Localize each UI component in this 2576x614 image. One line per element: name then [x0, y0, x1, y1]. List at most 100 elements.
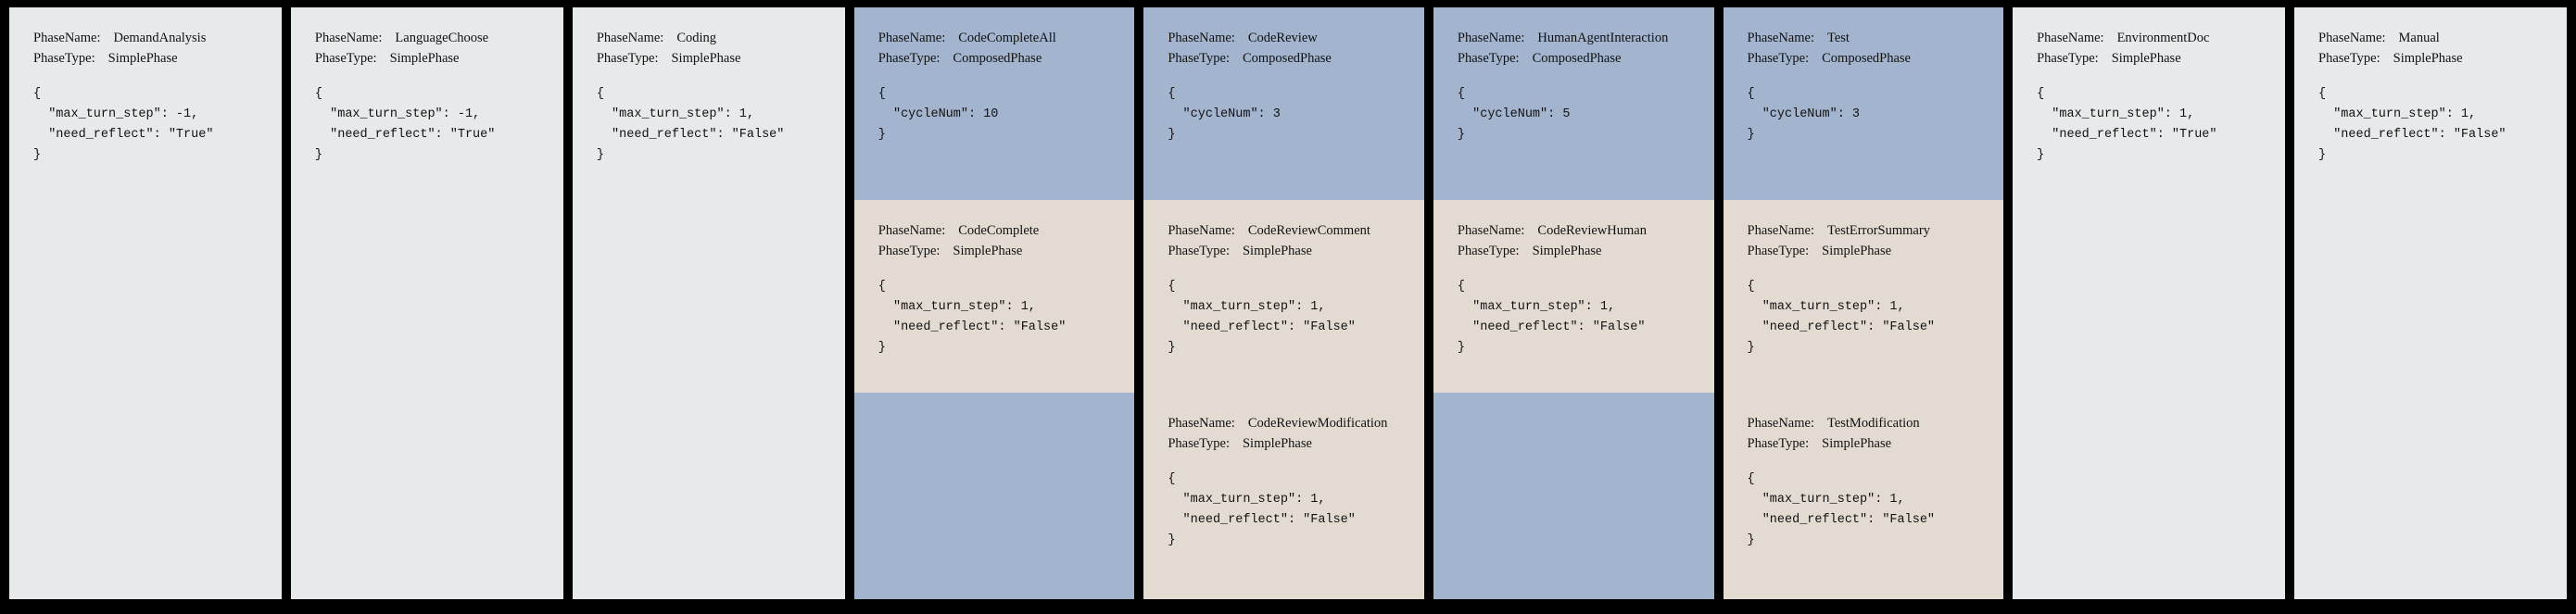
json-line: "need_reflect": "False": [1168, 512, 1356, 527]
phase-type-label: PhaseType:: [1168, 244, 1230, 259]
phase-type-value: SimplePhase: [953, 244, 1023, 259]
phase-type-label: PhaseType:: [1747, 244, 1810, 259]
json-line: "need_reflect": "False": [878, 320, 1067, 334]
phase-config-json: { "max_turn_step": 1, "need_reflect": "F…: [1168, 470, 1424, 550]
phase-type-value: SimplePhase: [1532, 244, 1602, 259]
phase-type-label: PhaseType:: [33, 51, 95, 67]
json-line: {: [2037, 86, 2045, 101]
phase-name-label: PhaseName:: [596, 31, 664, 45]
json-line: "need_reflect": "False": [2318, 127, 2507, 142]
panel-separator: [2285, 7, 2294, 599]
phase-name-value: CodeReviewModification: [1247, 416, 1388, 431]
phase-type-value: SimplePhase: [389, 51, 460, 67]
phase-name-label: PhaseName:: [1457, 223, 1525, 238]
phase-name-label: PhaseName:: [878, 223, 946, 238]
phase-name-value: Coding: [676, 31, 717, 45]
phase-name-label: PhaseName:: [1168, 31, 1235, 45]
json-line: {: [1747, 471, 1755, 486]
phase-name-row: PhaseName: CodeReviewModification: [1168, 413, 1424, 433]
phase-type-value: SimplePhase: [1242, 436, 1312, 452]
panel-separator: [1713, 7, 1724, 599]
phase-name-row: PhaseName:CodeReviewComment: [1168, 220, 1424, 241]
phase-config-json: { "max_turn_step": 1, "need_reflect": "F…: [1168, 277, 1424, 357]
json-line: {: [1168, 471, 1176, 486]
phase-config-json: { "cycleNum": 5}: [1458, 84, 1714, 145]
json-line: "need_reflect": "False": [1747, 320, 1936, 334]
phase-type-label: PhaseType:: [878, 244, 941, 259]
panel-separator: [2003, 7, 2014, 599]
phase-name-value: CodeCompleteAll: [958, 31, 1056, 45]
json-line: "max_turn_step": 1,: [2318, 107, 2477, 121]
phase-name-label: PhaseName:: [1747, 223, 1814, 238]
phase-name-row: PhaseName:CodeReview: [1168, 28, 1424, 48]
phase-config-json: { "max_turn_step": -1, "need_reflect": "…: [33, 84, 282, 165]
phase-name-label: PhaseName:: [2037, 31, 2104, 45]
phase-type-value: SimplePhase: [2393, 51, 2463, 67]
phase-type-label: PhaseType:: [596, 51, 659, 67]
phase-name-row: PhaseName:TestModification: [1748, 413, 2004, 433]
phase-type-row: PhaseType:SimplePhase: [2037, 48, 2285, 69]
phase-config-json: { "max_turn_step": 1, "need_reflect": "T…: [2037, 84, 2285, 165]
json-line: }: [1747, 340, 1755, 355]
panel-separator: [1134, 7, 1144, 599]
phase-name-value: LanguageChoose: [395, 31, 489, 45]
phase-type-label: PhaseType:: [2318, 51, 2380, 67]
phase-type-row: PhaseType:SimplePhase: [33, 48, 282, 69]
phase-config-json: { "max_turn_step": 1, "need_reflect": "F…: [1748, 277, 2004, 357]
json-line: {: [2318, 86, 2327, 101]
phase-name-row: PhaseName:CodeCompleteAll: [878, 28, 1135, 48]
json-line: }: [2318, 147, 2327, 162]
phase-type-value: ComposedPhase: [953, 51, 1042, 67]
json-line: "cycleNum": 10: [878, 107, 999, 121]
json-line: {: [1168, 279, 1176, 294]
phase-name-value: Test: [1826, 31, 1850, 45]
phase-type-row: PhaseType:SimplePhase: [1168, 433, 1424, 454]
phase-type-row: PhaseType:SimplePhase: [1748, 241, 2004, 261]
phase-type-row: PhaseType:SimplePhase: [1458, 241, 1714, 261]
json-line: {: [596, 86, 604, 101]
json-line: }: [878, 127, 886, 142]
phase-name-label: PhaseName:: [1168, 416, 1235, 431]
phase-config-json: { "cycleNum": 3}: [1748, 84, 2004, 145]
json-line: "max_turn_step": 1,: [1168, 299, 1326, 314]
phase-type-label: PhaseType:: [1168, 51, 1230, 67]
phase-type-label: PhaseType:: [1747, 51, 1810, 67]
json-line: "need_reflect": "False": [1457, 320, 1646, 334]
json-line: {: [1457, 86, 1466, 101]
phase-type-label: PhaseType:: [1457, 51, 1520, 67]
phase-type-row: PhaseType:SimplePhase: [315, 48, 563, 69]
phase-type-row: PhaseType:ComposedPhase: [1458, 48, 1714, 69]
phase-name-value: HumanAgentInteraction: [1537, 31, 1669, 45]
phase-type-value: SimplePhase: [1822, 436, 1892, 452]
